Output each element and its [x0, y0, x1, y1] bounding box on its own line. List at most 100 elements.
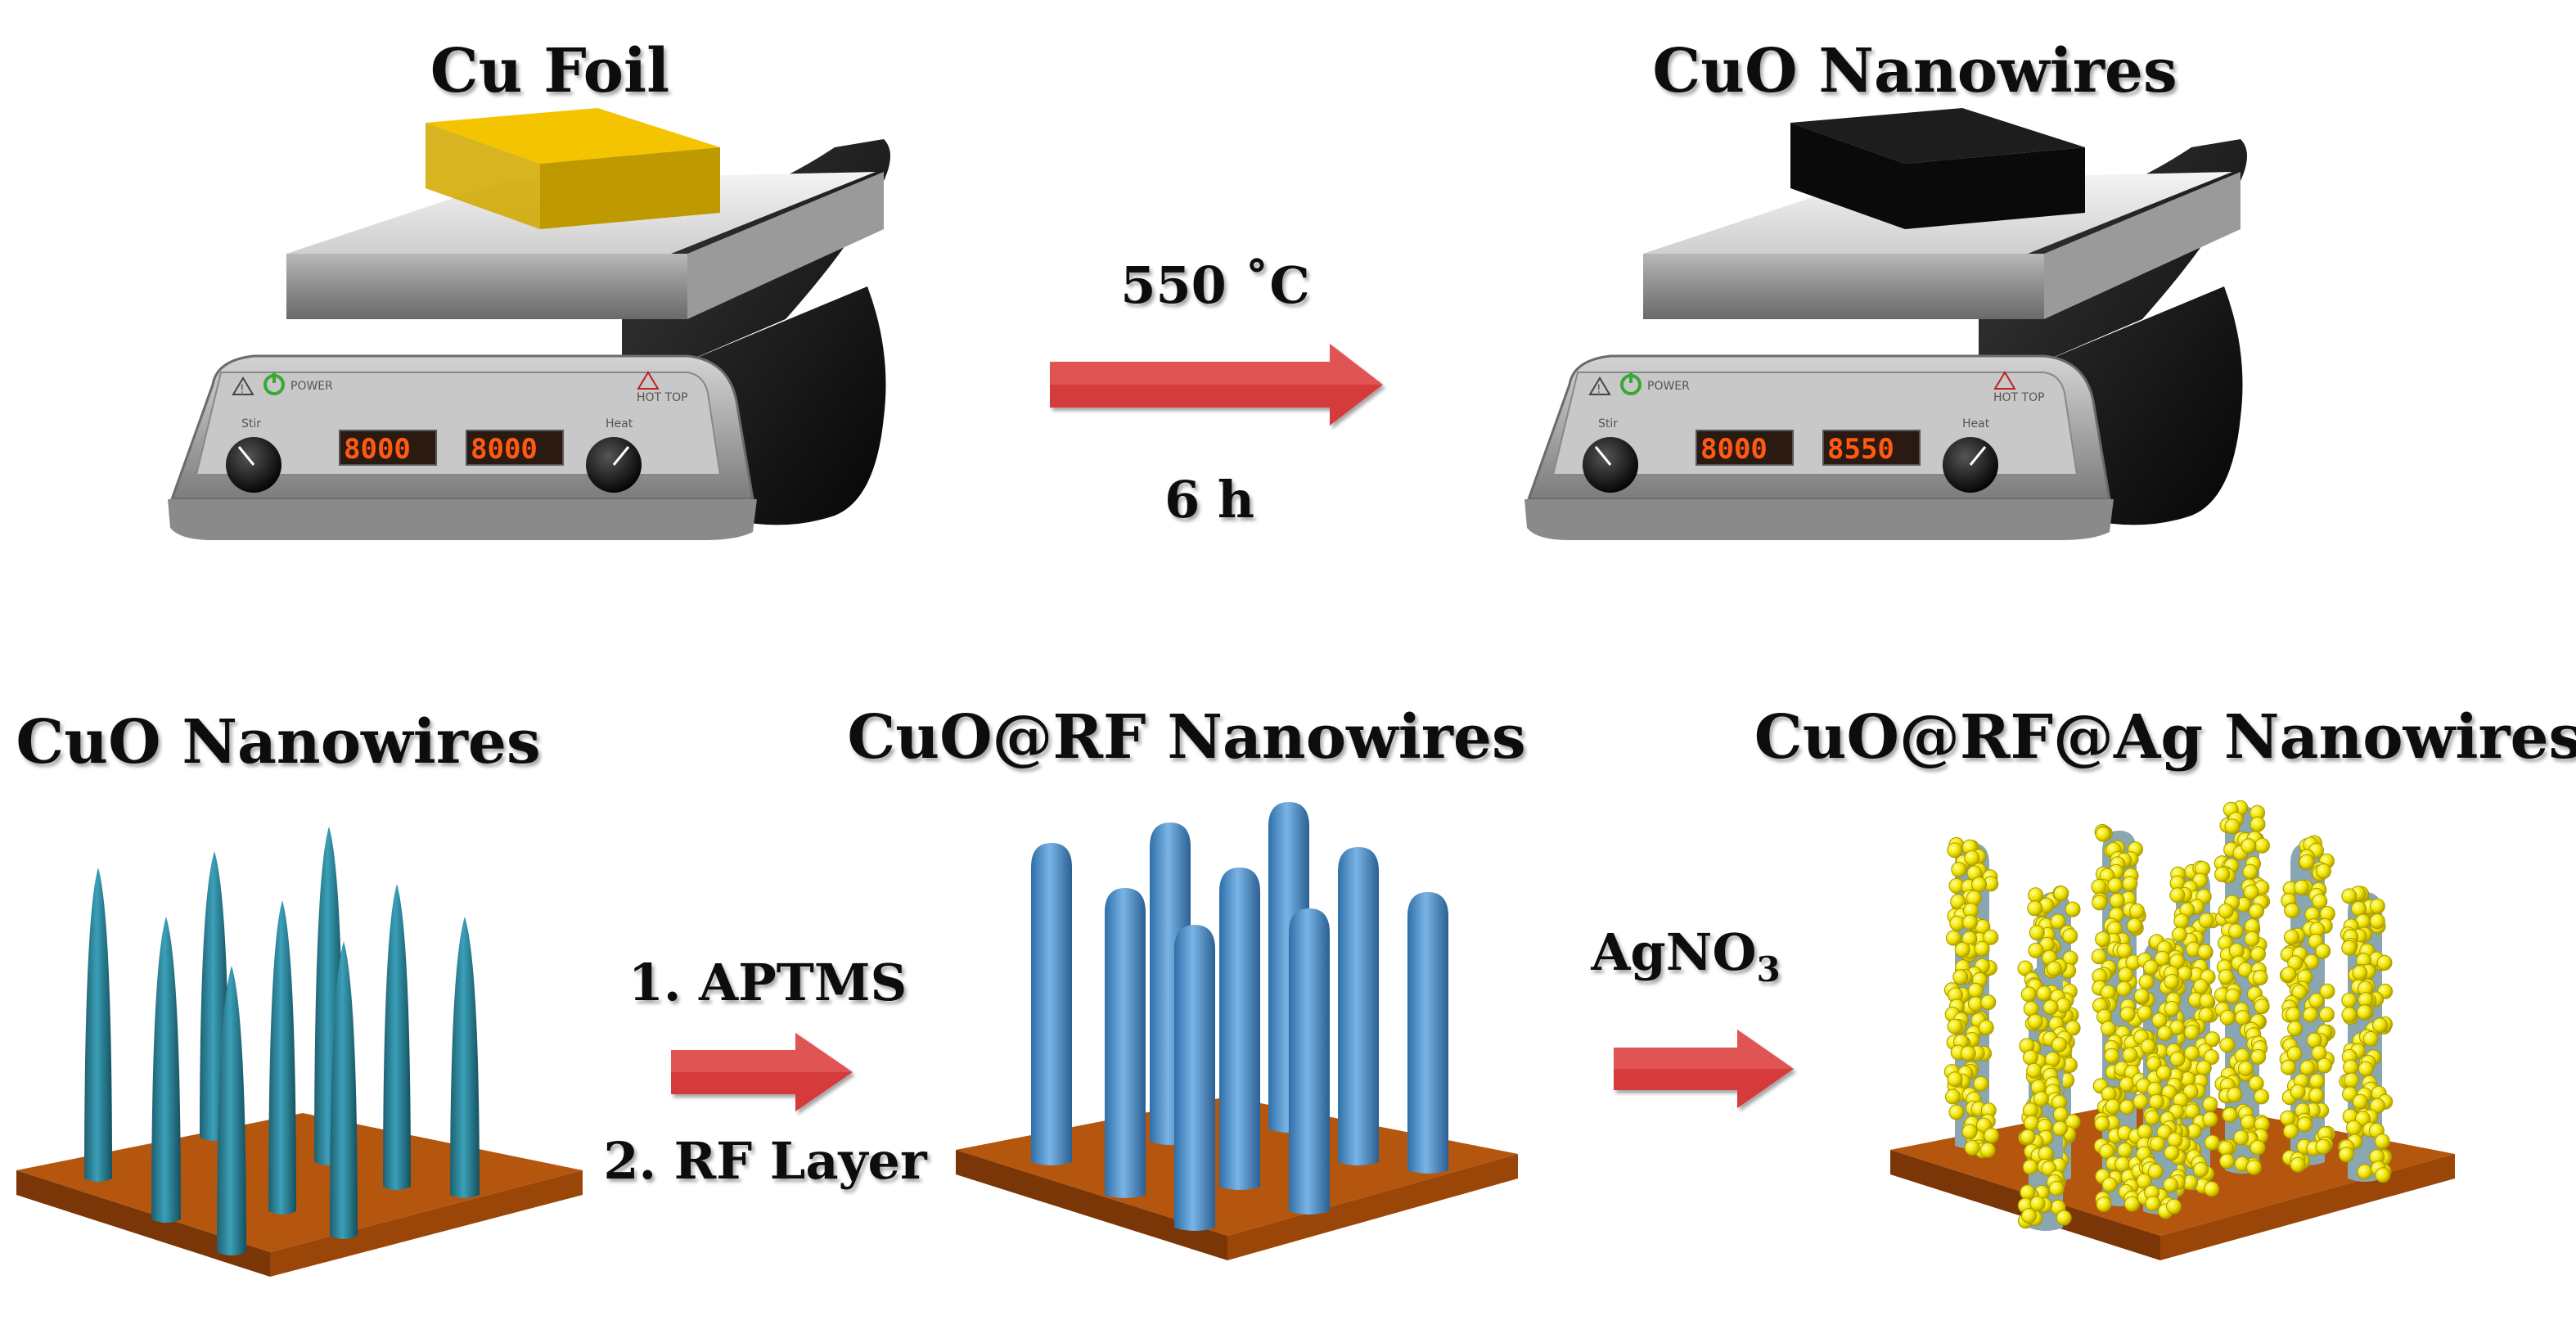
- ag-nanoparticle: [2048, 1180, 2065, 1197]
- ag-nanoparticle: [2171, 926, 2187, 943]
- ag-nanoparticle: [2117, 1142, 2133, 1158]
- ag-nanoparticle: [2163, 1177, 2179, 1193]
- ag-nanoparticle: [1960, 1045, 1976, 1061]
- stir-label: Stir: [241, 417, 261, 430]
- ag-nanoparticle: [2164, 974, 2180, 989]
- ag-nanoparticle: [2195, 1060, 2212, 1076]
- warning-icon: !: [232, 376, 254, 396]
- display-stir: [1696, 430, 1794, 466]
- ag-nanoparticle: [2056, 1210, 2072, 1226]
- ag-nanoparticle: [2137, 1005, 2153, 1021]
- label-cuo-rf-nanowires: CuO@RF Nanowires: [847, 702, 1525, 773]
- ag-nanoparticle: [2104, 1048, 2120, 1064]
- ag-nanoparticle: [2312, 893, 2328, 909]
- ag-nanoparticle: [2352, 1093, 2368, 1110]
- ag-nanoparticle: [1974, 940, 1990, 957]
- ag-nanoparticle: [2369, 898, 2385, 914]
- hot-warning-icon: [637, 371, 660, 390]
- ag-nanoparticle: [2167, 1132, 2183, 1148]
- ag-nanoparticle: [2243, 884, 2259, 900]
- ag-nanoparticle: [2050, 913, 2066, 930]
- ag-nanoparticle: [2375, 1167, 2391, 1183]
- ag-nanoparticle: [2144, 1110, 2160, 1126]
- ag-nanoparticle: [2129, 903, 2145, 919]
- display-stir-digits: 8000: [1700, 433, 1768, 466]
- ag-nanoparticle: [2225, 988, 2241, 1004]
- ag-nanoparticle: [2362, 1030, 2379, 1047]
- ag-nanoparticle: [2132, 1093, 2149, 1110]
- cuo-nanowires: [84, 827, 480, 1255]
- step-aptms: 1. APTMS: [628, 953, 907, 1012]
- ag-nanoparticle: [1947, 842, 1963, 859]
- ag-nanoparticle: [2284, 903, 2300, 919]
- cuo-nanowire: [268, 900, 296, 1215]
- ag-nanoparticle: [2344, 1072, 2360, 1088]
- ag-nanoparticle: [2136, 1173, 2152, 1189]
- display-heat-digits: 8000: [471, 433, 538, 466]
- ag-nanoparticle: [2338, 1147, 2354, 1163]
- ag-nanoparticle: [2157, 1025, 2173, 1041]
- ag-nanoparticle: [2254, 998, 2270, 1015]
- plate-rim: [286, 254, 687, 319]
- ag-nanoparticle: [2290, 1156, 2306, 1173]
- heat-label: Heat: [1962, 417, 1990, 430]
- ag-nanoparticle: [2116, 980, 2132, 997]
- plate-rim: [1643, 254, 2044, 319]
- ag-nanoparticle: [2214, 866, 2231, 882]
- ag-nanoparticle: [2101, 1177, 2118, 1193]
- ag-nanoparticle: [2240, 1114, 2256, 1130]
- ag-nanoparticle: [2184, 1024, 2200, 1040]
- ag-nanoparticle: [2369, 913, 2385, 930]
- ag-nanoparticle: [2318, 1007, 2335, 1023]
- ag-nanoparticle: [2352, 965, 2368, 981]
- ag-nanoparticle: [2182, 1084, 2199, 1100]
- rf-coated-nanowire: [1031, 843, 1072, 1165]
- ag-nanoparticle: [2022, 1049, 2038, 1066]
- ag-nanoparticle: [2143, 959, 2159, 976]
- ag-nanoparticle: [2042, 999, 2059, 1016]
- stir-knob: [226, 437, 281, 493]
- ag-nanoparticle: [2197, 944, 2213, 960]
- display-stir-digits: 8000: [344, 433, 411, 466]
- hot-top-label: HOT TOP: [637, 391, 688, 404]
- ag-nanoparticle: [2281, 966, 2297, 982]
- ag-nanoparticle: [2237, 1061, 2254, 1077]
- ag-nanoparticle: [2052, 1120, 2069, 1137]
- ag-nanoparticle: [2286, 1007, 2301, 1023]
- ag-nanoparticle: [2051, 1036, 2067, 1052]
- ag-nanoparticle: [2028, 942, 2044, 958]
- rf-coated-nanowire: [1338, 847, 1379, 1165]
- ag-nanoparticle: [1945, 1088, 1961, 1105]
- reagent-agno3: AgNO3: [1590, 922, 1780, 989]
- cu-foil: [426, 108, 720, 229]
- ag-nanoparticle: [2242, 863, 2259, 880]
- ag-nanoparticle: [2118, 967, 2134, 983]
- power-label: POWER: [290, 380, 333, 393]
- ag-nanoparticle: [2166, 1198, 2182, 1215]
- cuo-nanowire: [383, 884, 411, 1190]
- ag-nanoparticle: [2133, 988, 2150, 1004]
- ag-nanoparticle: [2156, 1124, 2173, 1140]
- ag-nanoparticle: [2299, 1060, 2316, 1076]
- condition-temperature: 550 ˚C: [1120, 255, 1309, 315]
- ag-nanoparticle: [2286, 1046, 2303, 1062]
- ag-nanoparticle: [2291, 984, 2308, 1000]
- ag-nanoparticle: [2053, 886, 2069, 902]
- ag-nanoparticle: [1947, 1018, 1963, 1034]
- ag-nanoparticle: [2020, 986, 2037, 1003]
- ag-nanoparticle: [2137, 1124, 2153, 1140]
- ag-nanoparticle: [2123, 1196, 2140, 1212]
- ag-nanoparticle: [2341, 1007, 2358, 1023]
- ag-nanoparticle: [2062, 928, 2078, 944]
- ag-nanoparticle: [2343, 1059, 2359, 1075]
- ag-nanoparticle: [1983, 929, 1999, 945]
- hot-plate-right: ! POWER Stir Heat HOT TOP 8000 8550: [1524, 108, 2247, 540]
- ag-nanoparticle: [2370, 1097, 2385, 1114]
- ag-nanoparticle: [2096, 1197, 2112, 1212]
- ag-nanoparticle: [2294, 879, 2310, 895]
- ag-nanoparticle: [2290, 1084, 2306, 1100]
- ag-nanoparticle: [2281, 1059, 2297, 1075]
- ag-nanoparticle: [2341, 888, 2358, 904]
- ag-nanoparticle: [2122, 1047, 2138, 1063]
